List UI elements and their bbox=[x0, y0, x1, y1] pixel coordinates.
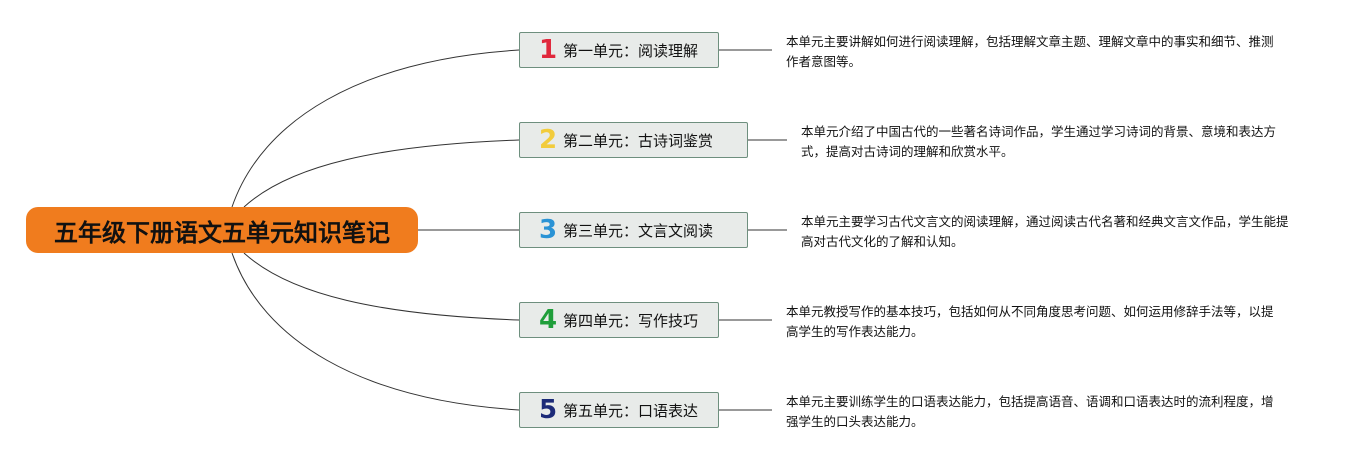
unit-title: 第二单元：古诗词鉴赏 bbox=[563, 131, 714, 150]
unit-description-5: 本单元主要训练学生的口语表达能力，包括提高语音、语调和口语表达时的流利程度，增强… bbox=[786, 394, 1274, 429]
unit-description-3: 本单元主要学习古代文言文的阅读理解，通过阅读古代名著和经典文言文作品，学生能提高… bbox=[801, 214, 1289, 249]
branch-line-1 bbox=[231, 49, 520, 208]
unit-node-5[interactable]: 5 第五单元：口语表达 bbox=[519, 392, 719, 428]
root-title: 五年级下册语文五单元知识笔记 bbox=[54, 218, 390, 247]
unit-node-1[interactable]: 1 第一单元：阅读理解 bbox=[519, 32, 719, 68]
unit-title: 第四单元：写作技巧 bbox=[563, 311, 699, 330]
unit-description-2: 本单元介绍了中国古代的一些著名诗词作品，学生通过学习诗词的背景、意境和表达方式，… bbox=[801, 124, 1277, 159]
branch-line-2 bbox=[243, 139, 520, 208]
unit-node-3[interactable]: 3 第三单元：文言文阅读 bbox=[519, 212, 748, 248]
number-4-icon: 4 bbox=[538, 305, 558, 335]
number-2-icon: 2 bbox=[538, 125, 558, 155]
unit-description-1: 本单元主要讲解如何进行阅读理解，包括理解文章主题、理解文章中的事实和细节、推测作… bbox=[786, 34, 1274, 69]
unit-title: 第三单元：文言文阅读 bbox=[563, 221, 714, 240]
number-5-icon: 5 bbox=[538, 395, 558, 425]
unit-title: 第五单元：口语表达 bbox=[563, 401, 699, 420]
number-3-icon: 3 bbox=[538, 215, 558, 245]
unit-description-4: 本单元教授写作的基本技巧，包括如何从不同角度思考问题、如何运用修辞手法等，以提高… bbox=[786, 304, 1274, 339]
branch-line-4 bbox=[243, 252, 520, 321]
root-topic[interactable]: 五年级下册语文五单元知识笔记 bbox=[26, 207, 418, 253]
branch-line-5 bbox=[231, 252, 520, 411]
unit-node-2[interactable]: 2 第二单元：古诗词鉴赏 bbox=[519, 122, 748, 158]
unit-title: 第一单元：阅读理解 bbox=[563, 41, 699, 60]
number-1-icon: 1 bbox=[538, 35, 558, 65]
unit-node-4[interactable]: 4 第四单元：写作技巧 bbox=[519, 302, 719, 338]
